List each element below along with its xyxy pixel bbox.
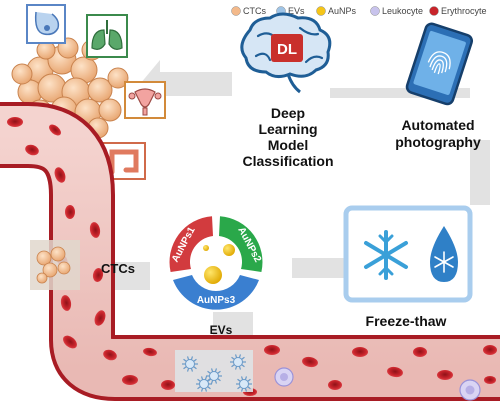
erythrocyte (63, 335, 77, 349)
extracellular-vesicle (182, 356, 198, 372)
erythrocyte (25, 144, 39, 156)
captured-evs (182, 354, 252, 392)
dl-line-2: Learning (258, 121, 317, 137)
leukocytes (274, 367, 481, 401)
erythrocyte (49, 124, 61, 136)
erythrocyte (413, 347, 427, 357)
freeze-thaw-panel (343, 205, 473, 303)
legend-label: Erythrocyte (441, 6, 487, 16)
brain-icon: DL (240, 12, 332, 94)
erythrocyte (483, 345, 497, 355)
ctc-capture-window (30, 240, 80, 290)
deep-learning-label: Deep Learning Model Classification (242, 105, 333, 169)
ctcs-label: CTCs (101, 261, 135, 276)
tumor-cell (11, 63, 33, 85)
erythrocyte (437, 370, 453, 380)
erythrocytes (7, 117, 497, 396)
photo-line-2: photography (395, 134, 481, 150)
dl-line-3: Model (268, 137, 308, 153)
dl-badge (271, 34, 303, 62)
breast-icon (26, 4, 66, 44)
lung-icon (86, 14, 128, 58)
ev-capture-window (175, 350, 253, 392)
erythrocyte (103, 349, 117, 361)
erythrocyte (302, 356, 318, 368)
colon-icon (102, 142, 146, 180)
water-drop-icon (430, 226, 458, 282)
gold-nanoparticle (223, 244, 235, 256)
tumor-cell (87, 77, 113, 103)
dl-line-4: Classification (242, 153, 333, 169)
uterus-icon (124, 81, 166, 119)
leukocyte-symbol-icon (370, 6, 380, 16)
erythrocyte-symbol-icon (429, 6, 439, 16)
probe-segment-aunps1 (169, 216, 213, 272)
legend-label: EVs (288, 6, 305, 16)
tumor-cell (98, 98, 122, 122)
erythrocyte (484, 376, 496, 384)
dl-line-1: Deep (271, 105, 305, 121)
erythrocyte (65, 205, 75, 219)
ctc-cell (50, 246, 66, 262)
tumor-cell (107, 67, 129, 89)
erythrocyte (92, 268, 104, 282)
legend: CTCs EVs AuNPs Leukocyte Erythrocyte (231, 6, 487, 16)
probe-segment-aunps2 (219, 216, 263, 272)
probe-segment-aunps3 (173, 275, 259, 310)
organ-icons (26, 4, 166, 180)
legend-label: AuNPs (328, 6, 357, 16)
erythrocyte (264, 345, 280, 355)
photo-line-1: Automated (401, 117, 474, 133)
fingerprint-icon (427, 51, 451, 75)
legend-label: CTCs (243, 6, 266, 16)
vessel-lumen (0, 106, 500, 397)
erythrocyte (352, 347, 368, 357)
erythrocyte (328, 380, 342, 390)
process-arrows (84, 60, 490, 350)
segment-label-aunps3: AuNPs3 (197, 295, 236, 306)
erythrocyte (122, 375, 138, 385)
ctc-cell (36, 250, 52, 266)
photography-label: Automated photography (395, 117, 481, 150)
erythrocyte (94, 310, 106, 326)
ctc-cell (36, 272, 48, 284)
extracellular-vesicle (196, 376, 212, 392)
captured-ctcs (36, 246, 71, 284)
erythrocyte (143, 347, 157, 357)
erythrocyte (387, 366, 403, 378)
aunp-symbol-icon (316, 6, 326, 16)
extracellular-vesicle (206, 368, 222, 384)
erythrocyte (89, 222, 101, 238)
gold-nanoparticle (203, 245, 209, 251)
extracellular-vesicle (230, 354, 246, 370)
aunp-probe-ring: AuNPs1 AuNPs2 AuNPs3 (169, 216, 263, 310)
dl-badge-text: DL (277, 41, 297, 58)
arrow-probes-to-freeze (292, 258, 345, 278)
snowflake-icon (364, 230, 408, 280)
ctc-cell (57, 261, 71, 275)
extracellular-vesicle (236, 376, 252, 392)
erythrocyte (161, 380, 175, 390)
legend-label: Leukocyte (382, 6, 423, 16)
erythrocyte (7, 117, 23, 127)
arrow-dl-to-organs (160, 72, 232, 96)
erythrocyte (60, 295, 72, 311)
erythrocyte (54, 167, 66, 183)
smartphone-icon (405, 22, 474, 106)
ctc-cell (42, 262, 58, 278)
freeze-thaw-label: Freeze-thaw (366, 313, 447, 329)
evs-label: EVs (210, 323, 233, 337)
gold-nanoparticle (204, 266, 222, 284)
blood-vessel (0, 102, 500, 401)
ctc-symbol-icon (231, 6, 241, 16)
arrow-freeze-to-photo (470, 140, 490, 205)
